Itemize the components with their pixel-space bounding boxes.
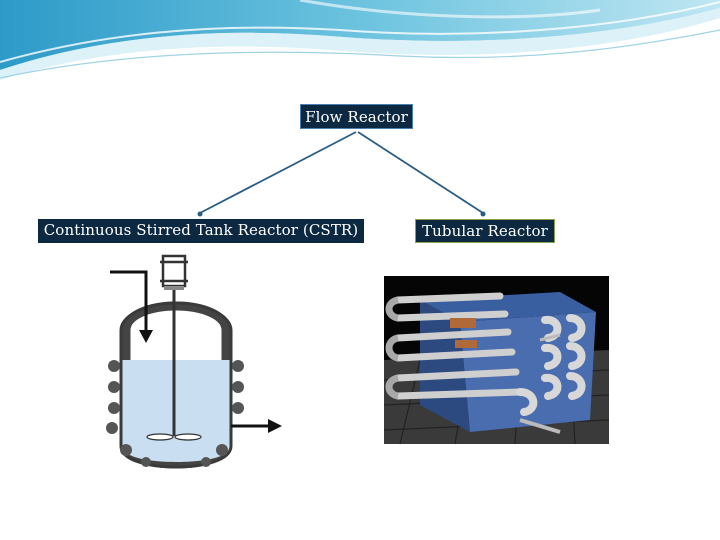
- node-flow-reactor: Flow Reactor: [300, 104, 413, 129]
- node-cstr: Continuous Stirred Tank Reactor (CSTR): [38, 219, 364, 243]
- tubular-reactor-image: [383, 276, 610, 445]
- cstr-diagram: [106, 252, 297, 480]
- header-wave: [0, 0, 720, 80]
- connector-right: [357, 131, 486, 217]
- node-tubular-reactor: Tubular Reactor: [415, 219, 555, 243]
- connector-left: [197, 131, 357, 217]
